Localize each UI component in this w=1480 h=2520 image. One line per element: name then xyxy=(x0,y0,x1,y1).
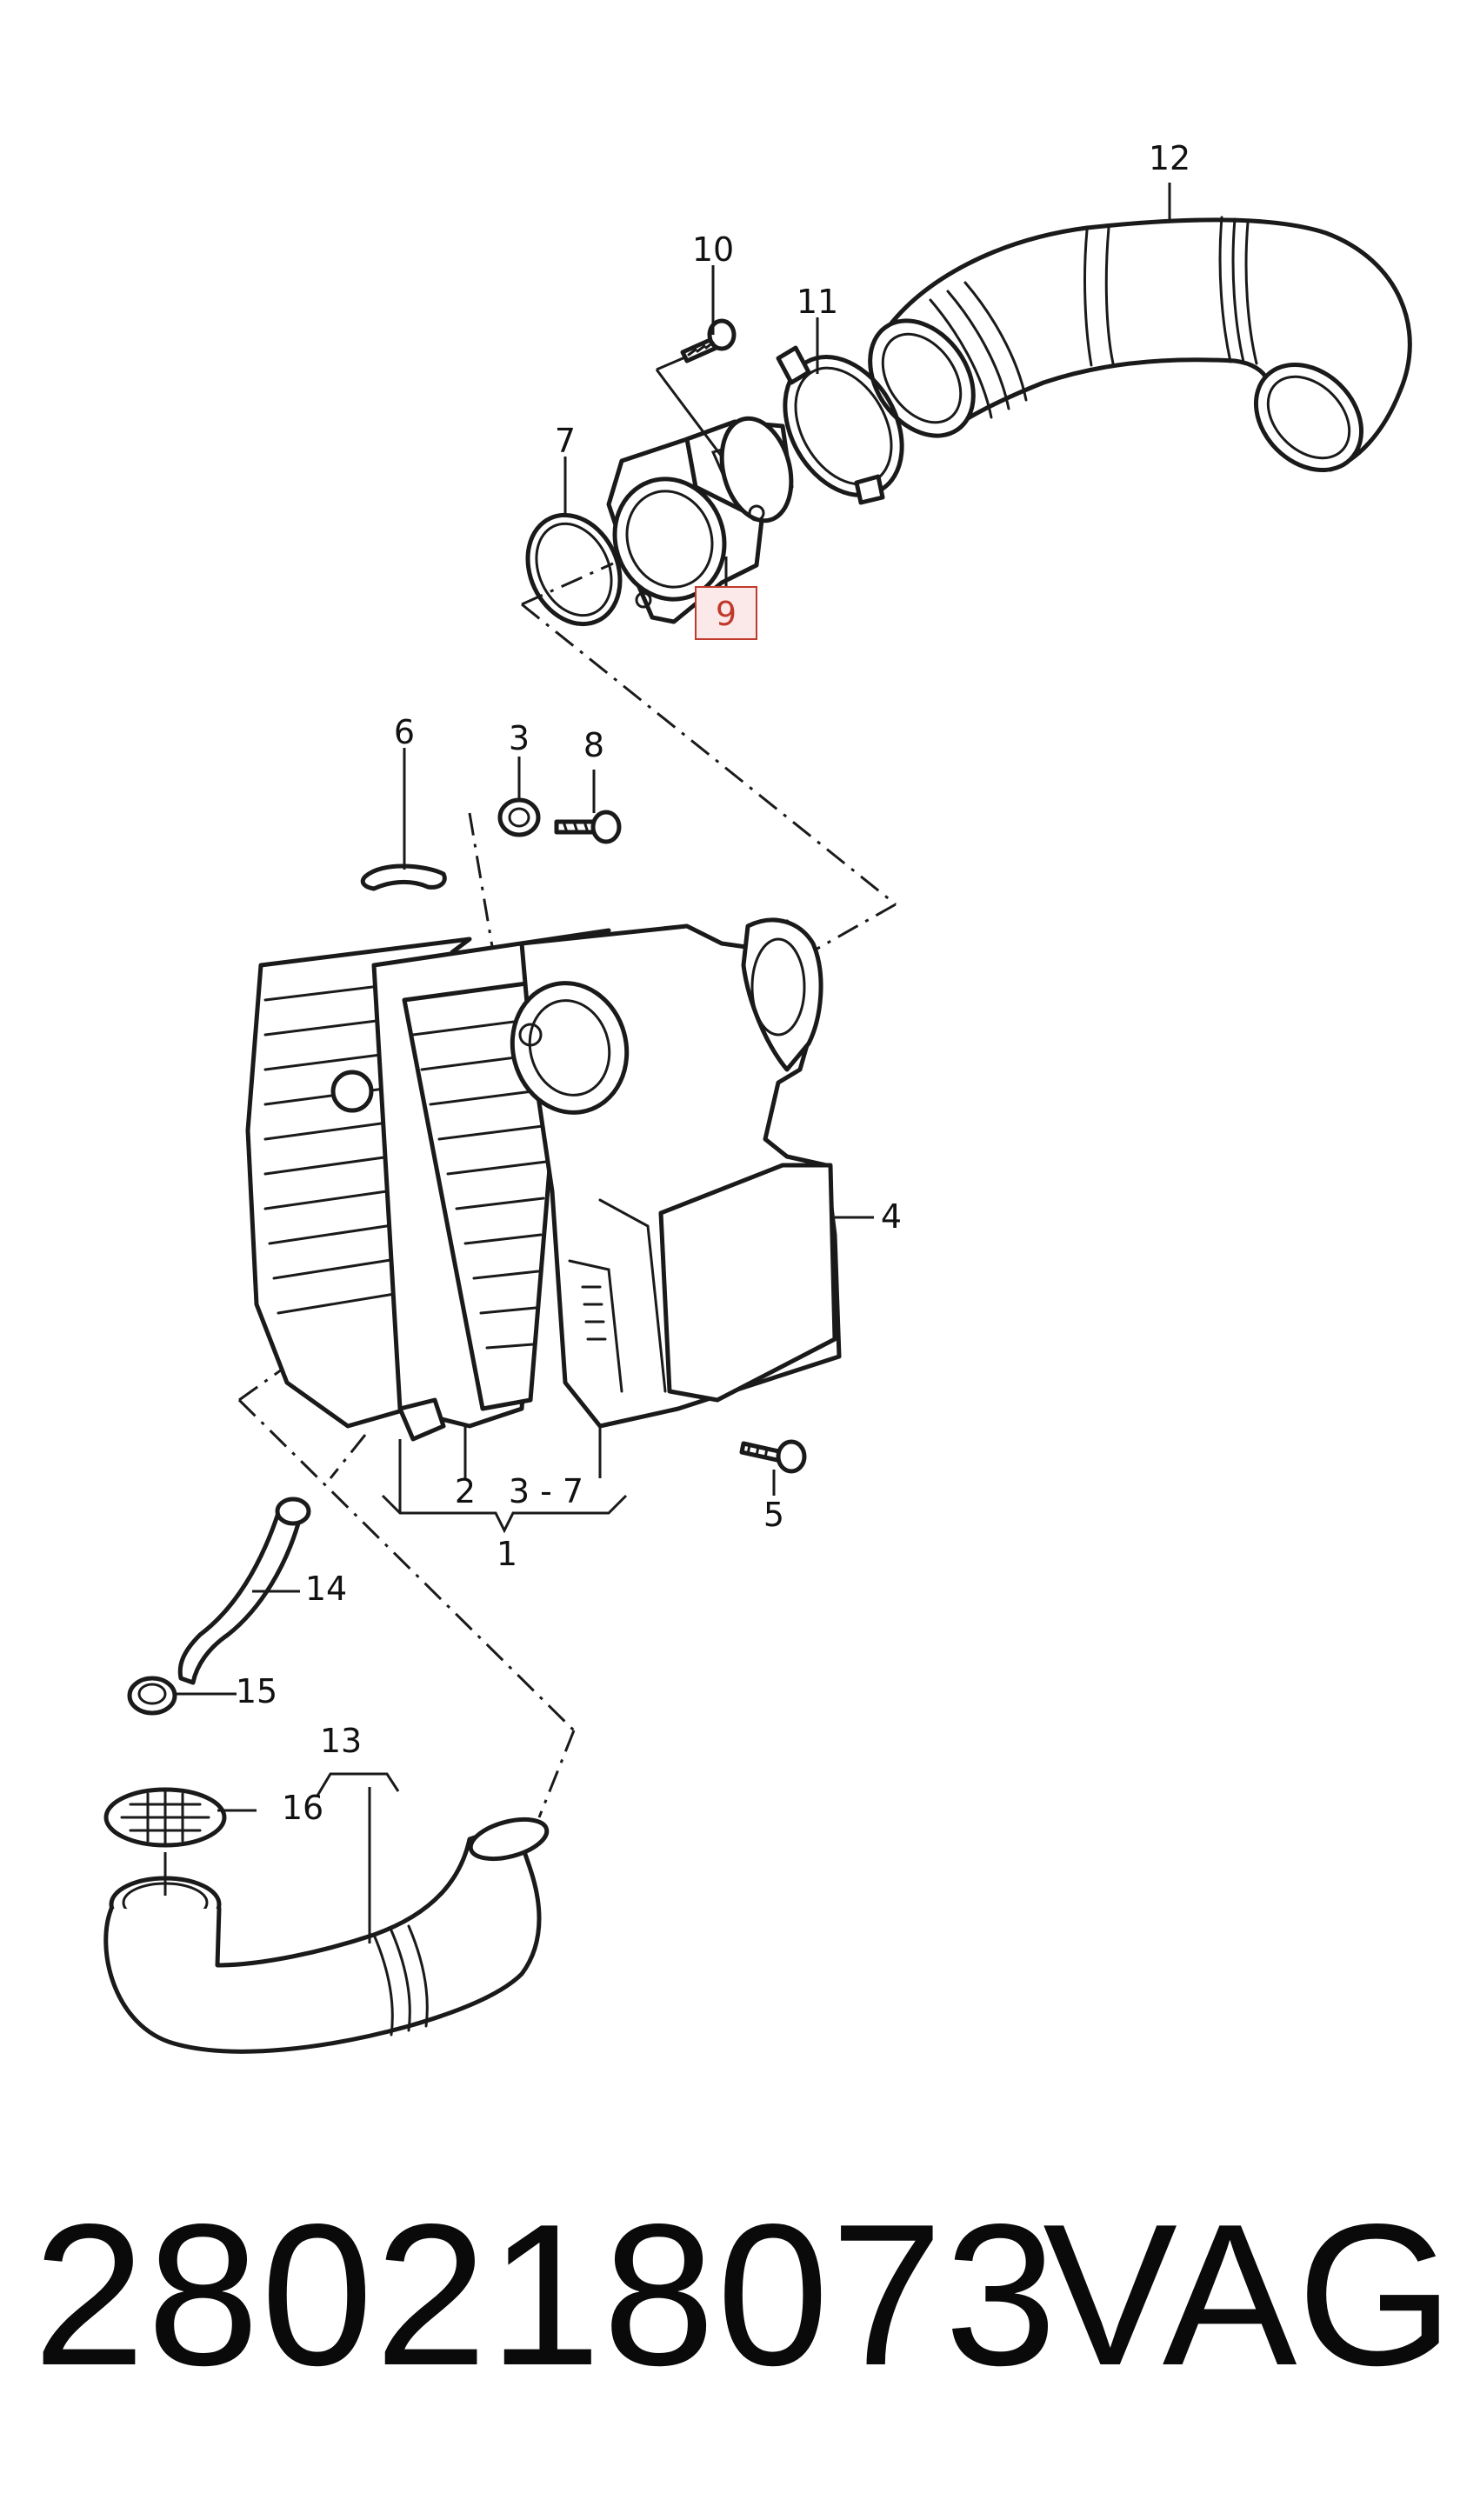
drain-hose-14[interactable] xyxy=(177,1497,311,1685)
callout-11[interactable]: 11 xyxy=(797,283,838,321)
highlight-box-9 xyxy=(695,586,757,640)
intake-grille-16[interactable] xyxy=(103,1787,227,1848)
bolt-8[interactable] xyxy=(554,810,622,844)
callout-14[interactable]: 14 xyxy=(305,1570,347,1608)
leader-lines xyxy=(163,183,1171,1943)
bolt-10[interactable] xyxy=(680,318,737,363)
callout-2[interactable]: 2 xyxy=(455,1472,476,1510)
callout-1[interactable]: 1 xyxy=(497,1535,517,1573)
callout-16[interactable]: 16 xyxy=(282,1789,323,1827)
callout-15[interactable]: 15 xyxy=(236,1672,277,1710)
callout-6[interactable]: 6 xyxy=(394,713,415,751)
hose-clamp-15[interactable] xyxy=(127,1676,177,1716)
callout-13[interactable]: 13 xyxy=(320,1722,362,1760)
callout-8[interactable]: 8 xyxy=(583,726,604,764)
intake-pipe-13[interactable] xyxy=(103,1812,551,2054)
air-filter-housing-1[interactable] xyxy=(245,917,842,1442)
callout-12[interactable]: 12 xyxy=(1149,139,1190,177)
hose-clamp-11[interactable] xyxy=(762,336,926,516)
callout-7[interactable]: 7 xyxy=(555,422,576,460)
part-number: 280218073 xyxy=(33,2183,1059,2408)
grommet-3[interactable] xyxy=(497,797,541,837)
callout-labels: 12 10 11 7 9 6 3 8 4 5 2 3 - 7 1 14 15 1… xyxy=(236,139,1190,1827)
callout-3[interactable]: 3 xyxy=(509,719,530,757)
screw-5[interactable] xyxy=(739,1439,807,1474)
callout-4[interactable]: 4 xyxy=(881,1197,902,1236)
brand-name: VAG xyxy=(1043,2183,1454,2408)
gasket-ring-7[interactable] xyxy=(510,500,637,639)
callout-3-7[interactable]: 3 - 7 xyxy=(509,1472,583,1510)
callout-10[interactable]: 10 xyxy=(692,230,734,269)
callout-5[interactable]: 5 xyxy=(763,1496,784,1534)
clip-6[interactable] xyxy=(360,863,447,891)
callout-9[interactable]: 9 xyxy=(716,595,737,633)
assembly-lines xyxy=(237,562,897,1818)
footer: 280218073 VAG xyxy=(0,2183,1480,2409)
intake-hose-upper[interactable] xyxy=(849,216,1412,491)
